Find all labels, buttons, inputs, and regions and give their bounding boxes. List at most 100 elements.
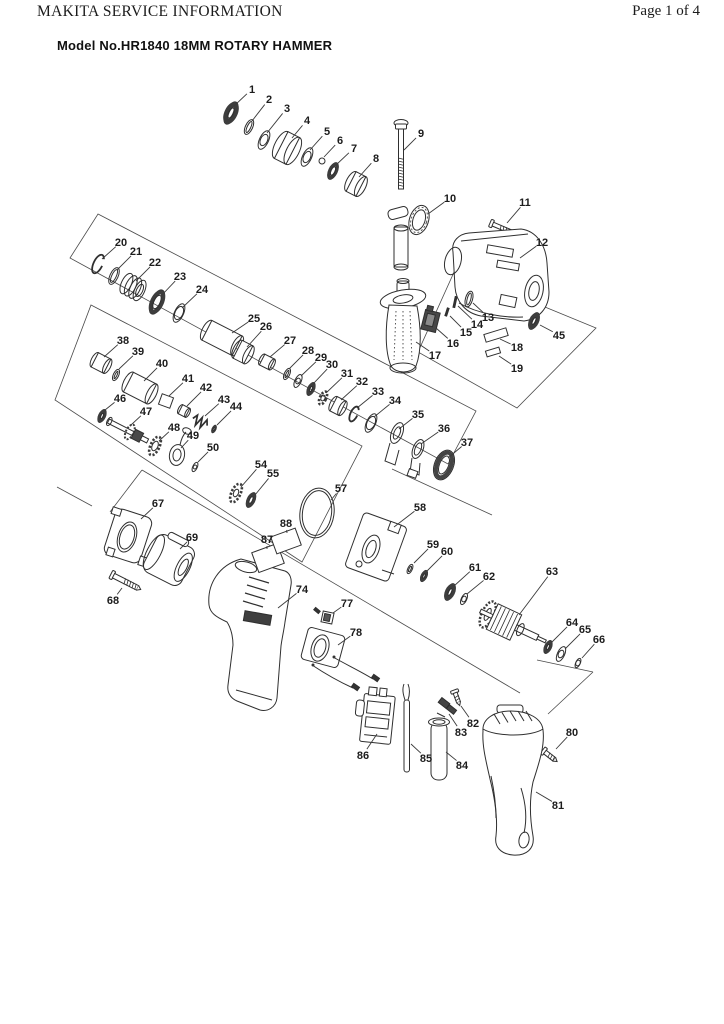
part-46 — [97, 409, 107, 423]
part-21 — [108, 267, 120, 285]
part-18 — [483, 327, 509, 343]
part-81 — [482, 704, 544, 856]
part-5 — [300, 147, 314, 167]
part-8 — [344, 170, 368, 198]
model-title: Model No.HR1840 18MM ROTARY HAMMER — [57, 38, 333, 53]
part-49 — [168, 427, 192, 466]
callout-44: 44 — [230, 401, 243, 413]
callout-9: 9 — [418, 128, 424, 140]
page-number: Page 1 of 4 — [632, 3, 700, 19]
callout-39: 39 — [132, 346, 144, 358]
callout-33: 33 — [372, 386, 384, 398]
part-41 — [157, 393, 175, 409]
part-35 — [384, 422, 405, 466]
callout-29: 29 — [315, 352, 327, 364]
part-80 — [539, 746, 558, 763]
part-44 — [211, 424, 217, 434]
callout-10: 10 — [444, 193, 456, 205]
callout-31: 31 — [341, 368, 353, 380]
part-31 — [317, 390, 329, 406]
part-84 — [428, 717, 450, 781]
callout-67: 67 — [152, 498, 164, 510]
part-86 — [354, 686, 396, 745]
callout-3: 3 — [284, 103, 290, 115]
callout-83: 83 — [455, 727, 467, 739]
part-32 — [328, 395, 348, 417]
callout-43: 43 — [218, 394, 230, 406]
callout-86: 86 — [357, 750, 369, 762]
part-23 — [148, 289, 166, 315]
callout-20: 20 — [115, 237, 127, 249]
callout-61: 61 — [469, 562, 481, 574]
callout-12: 12 — [536, 237, 548, 249]
part-36 — [406, 439, 425, 479]
part-12 — [443, 228, 550, 322]
callout-58: 58 — [414, 502, 426, 514]
part-42 — [176, 404, 192, 418]
part-65 — [555, 646, 567, 662]
callout-48: 48 — [168, 422, 180, 434]
callout-17: 17 — [429, 350, 441, 362]
part-7 — [327, 162, 339, 180]
callout-18: 18 — [511, 342, 523, 354]
part-29 — [293, 374, 303, 388]
part-62 — [459, 592, 469, 606]
callout-38: 38 — [117, 335, 129, 347]
part-77 — [313, 606, 335, 625]
callout-62: 62 — [483, 571, 495, 583]
part-22 — [119, 272, 147, 302]
document-title: MAKITA SERVICE INFORMATION — [37, 3, 283, 20]
part-2 — [243, 119, 255, 135]
part-9 — [393, 119, 409, 190]
part-27 — [258, 353, 276, 371]
callout-37: 37 — [461, 437, 473, 449]
part-66 — [574, 657, 582, 669]
callout-2: 2 — [266, 94, 272, 106]
callout-30: 30 — [326, 359, 338, 371]
callout-26: 26 — [260, 321, 272, 333]
callout-46: 46 — [114, 393, 126, 405]
callout-81: 81 — [552, 800, 564, 812]
part-30 — [306, 382, 316, 396]
callout-88: 88 — [280, 518, 292, 530]
callout-49: 49 — [187, 430, 199, 442]
callout-24: 24 — [196, 284, 209, 296]
callout-80: 80 — [566, 727, 578, 739]
callout-14: 14 — [471, 319, 484, 331]
callout-1: 1 — [249, 84, 255, 96]
part-45 — [528, 312, 540, 330]
callout-16: 16 — [447, 338, 459, 350]
callout-6: 6 — [337, 135, 343, 147]
callout-34: 34 — [389, 395, 402, 407]
callout-21: 21 — [130, 246, 142, 258]
part-43 — [192, 413, 208, 431]
part-4 — [271, 130, 303, 166]
part-88 — [270, 527, 302, 555]
part-10 — [387, 204, 430, 271]
callout-45: 45 — [553, 330, 565, 342]
callout-23: 23 — [174, 271, 186, 283]
callout-50: 50 — [207, 442, 219, 454]
callout-13: 13 — [482, 312, 494, 324]
assembly-group-boxes — [54, 213, 597, 715]
callout-28: 28 — [302, 345, 314, 357]
callout-11: 11 — [519, 197, 531, 209]
callout-32: 32 — [356, 376, 368, 388]
callout-64: 64 — [566, 617, 579, 629]
parts-layer — [89, 101, 582, 856]
callout-57: 57 — [335, 483, 347, 495]
part-13 — [464, 290, 474, 308]
callout-5: 5 — [324, 126, 330, 138]
part-55 — [245, 492, 257, 508]
part-33 — [348, 405, 360, 423]
callout-40: 40 — [156, 358, 168, 370]
callout-25: 25 — [248, 313, 260, 325]
part-85 — [402, 683, 410, 773]
callout-19: 19 — [511, 363, 523, 375]
callout-54: 54 — [255, 459, 268, 471]
part-64 — [543, 640, 553, 654]
callout-15: 15 — [460, 327, 472, 339]
part-50 — [191, 461, 199, 473]
